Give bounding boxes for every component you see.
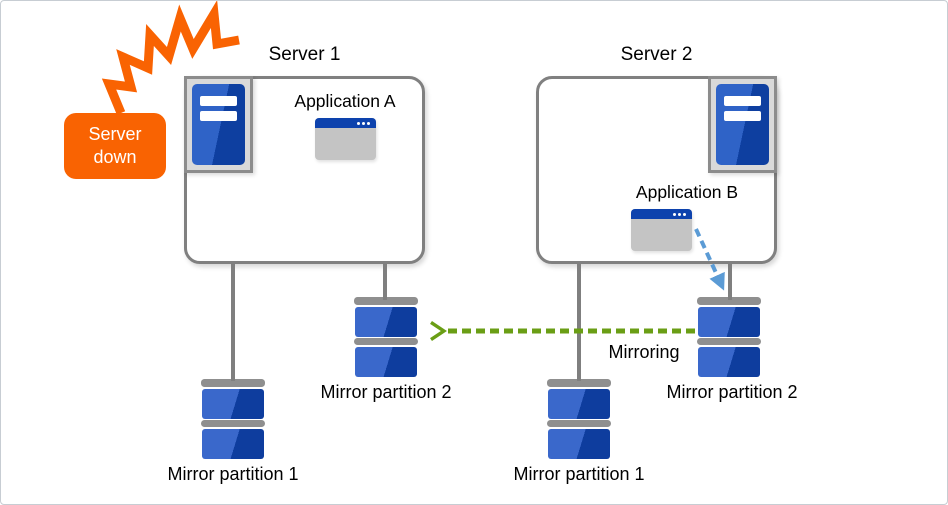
server-tower-body (192, 84, 245, 165)
server2-mirror-partition2-label: Mirror partition 2 (666, 382, 798, 402)
disk-segment (698, 306, 760, 337)
server2-mirror-partition1-disk-icon (547, 379, 611, 459)
window-dots-icon (683, 212, 686, 216)
server1-mirror-partition2-label: Mirror partition 2 (320, 382, 452, 402)
server1-mirror-partition1-label: Mirror partition 1 (167, 464, 299, 484)
server-tower-body (716, 84, 769, 165)
server2-title: Server 2 (620, 44, 693, 65)
disk-segment (355, 306, 417, 337)
application-a-window-icon (315, 118, 376, 160)
tower-slot-bar (200, 96, 237, 106)
server1-tower-icon (184, 76, 253, 173)
disk-segment (355, 346, 417, 377)
disk-divider (547, 420, 611, 427)
disk-segment (698, 346, 760, 377)
server1-title: Server 1 (268, 44, 341, 65)
disk-cap (697, 297, 761, 305)
tower-slot-bar (724, 111, 761, 121)
disk-divider (201, 420, 265, 427)
window-titlebar (315, 118, 376, 128)
tower-slot-bar (200, 111, 237, 121)
application-a-label: Application A (294, 91, 396, 111)
application-b-label: Application B (635, 182, 739, 202)
disk-segment (202, 388, 264, 419)
server-down-badge: Server down (64, 113, 166, 179)
mirroring-label: Mirroring (608, 342, 680, 362)
disk-cap (547, 379, 611, 387)
server1-mirror-partition2-disk-icon (354, 297, 418, 377)
tower-slot-bar (724, 96, 761, 106)
disk-divider (697, 338, 761, 345)
window-titlebar (631, 209, 692, 219)
disk-segment (548, 428, 610, 459)
disk-cap (201, 379, 265, 387)
server1-mirror-partition1-disk-icon (201, 379, 265, 459)
window-dots-icon (367, 121, 370, 125)
server2-mirror-partition2-disk-icon (697, 297, 761, 377)
disk-segment (202, 428, 264, 459)
application-b-window-icon (631, 209, 692, 251)
disk-divider (354, 338, 418, 345)
server2-tower-icon (708, 76, 777, 173)
disk-cap (354, 297, 418, 305)
server-down-line2: down (93, 147, 137, 167)
disk-segment (548, 388, 610, 419)
server-down-line1: Server (88, 124, 142, 144)
server2-mirror-partition1-label: Mirror partition 1 (513, 464, 645, 484)
